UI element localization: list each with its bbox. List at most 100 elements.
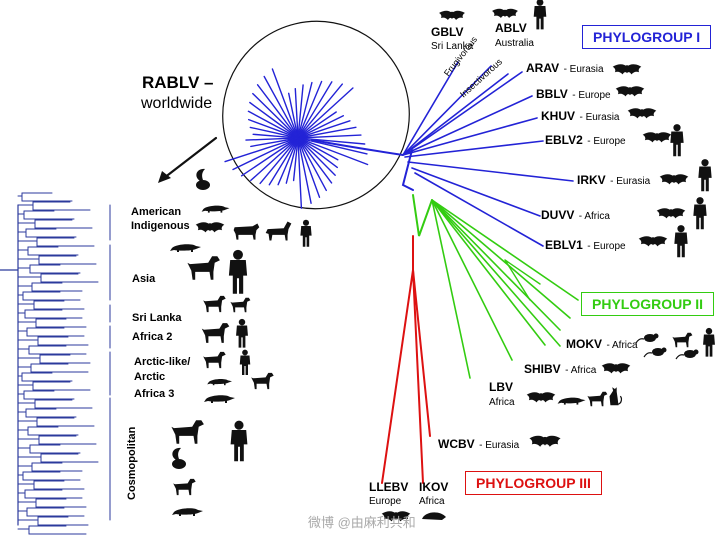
- pg1-branch-irkv: [407, 161, 574, 182]
- rablv-radial-branch: [297, 137, 366, 145]
- virus-bblv-label: BBLV - Europe: [536, 85, 611, 103]
- mokv-dog-icon: [672, 332, 693, 348]
- rablv-radial-branch: [297, 134, 362, 139]
- rablv-radial-branch: [297, 137, 303, 209]
- watermark: 微博 @由麻利共和: [308, 515, 416, 530]
- virus-llebv-name: LLEBV: [369, 480, 409, 494]
- shibv-bat-icon: [601, 363, 631, 374]
- cosmopolitan-dog-icon: [171, 420, 204, 444]
- rablv-radial-branch: [268, 137, 299, 186]
- virus-khuv-name: KHUV: [541, 109, 576, 123]
- mokv-rodent2-icon: [643, 346, 668, 358]
- american-bat-icon: [195, 222, 225, 233]
- rablv-arrow-shaft: [162, 136, 218, 180]
- rablv-radial-branch: [277, 137, 299, 186]
- virus-ikov-region: Africa: [419, 496, 445, 507]
- rablv-radial-branch: [297, 83, 343, 139]
- rablv-radial-branch: [297, 137, 369, 166]
- pg2-branch-mokv: [431, 199, 561, 347]
- rablv-radial-branch: [297, 137, 339, 161]
- pg1-to-rablv-branch: [311, 139, 404, 156]
- pg2-branch-1: [431, 199, 579, 301]
- pg3-branch-ikov: [412, 269, 424, 484]
- cosmopolitan-mongoose-icon: [172, 508, 203, 516]
- duvv-bat-icon: [656, 208, 686, 219]
- eblv2-bat-icon: [642, 132, 672, 143]
- virus-ablv-name: ABLV: [495, 21, 527, 35]
- virus-mokv-region: - Africa: [606, 340, 638, 351]
- virus-wcbv-name: WCBV: [438, 437, 475, 451]
- rablv-radial-branch: [297, 87, 354, 139]
- rablv-radial-branch: [297, 126, 357, 139]
- pg3-branch-llebv: [381, 269, 414, 484]
- bblv-bat-icon: [615, 86, 645, 97]
- rablv-radial-branch: [297, 81, 313, 139]
- arav-bat-icon: [612, 64, 642, 75]
- virus-shibv-name: SHIBV: [524, 362, 561, 376]
- lbv-mongoose-icon: [557, 397, 586, 405]
- american-horse-icon: [265, 221, 292, 241]
- ikov-pangolin-icon: [422, 512, 446, 520]
- mokv-rodent3-icon: [675, 348, 700, 360]
- rabv-group-africa2: Africa 2: [132, 331, 173, 343]
- virus-eblv1-label: EBLV1 - Europe: [545, 236, 626, 254]
- virus-eblv2-name: EBLV2: [545, 133, 583, 147]
- ablv-human-icon: [533, 0, 547, 30]
- ablv-bat-icon: [492, 8, 518, 18]
- pg1-branch-gblv: [402, 61, 459, 156]
- rablv-radial-branch: [271, 68, 299, 139]
- lbv-cat-icon: [608, 386, 623, 406]
- arctic-dog-icon: [203, 351, 226, 369]
- rablv-radial-branch: [297, 137, 321, 198]
- rabv-group-cosmopolitan: Cosmopolitan: [126, 426, 138, 500]
- rabv-group-asia: Asia: [132, 273, 156, 285]
- rablv-radial-branch: [249, 101, 299, 139]
- africa2-human-icon: [236, 318, 248, 348]
- pg1-branch-bblv: [402, 95, 533, 156]
- phylogroup-iii-box: PHYLOGROUP III: [465, 471, 602, 495]
- rablv-radial-branch: [297, 137, 312, 204]
- virus-shibv-label: SHIBV - Africa: [524, 360, 596, 378]
- phylogroup-i-box: PHYLOGROUP I: [582, 25, 712, 49]
- rablv-radial-branch: [285, 137, 299, 184]
- virus-lbv-name: LBV: [489, 380, 513, 394]
- pg2-stem: [412, 194, 433, 237]
- rablv-radial-branch: [294, 88, 299, 139]
- cosmopolitan-skunk-icon: [172, 447, 186, 469]
- pg2-branch-4: [431, 199, 546, 346]
- rabv-group-sri-lanka: Sri Lanka: [132, 312, 182, 324]
- rablv-radial-branch: [297, 81, 333, 139]
- eblv1-bat-icon: [638, 236, 668, 247]
- virus-khuv-label: KHUV - Eurasia: [541, 107, 619, 125]
- gblv-bat-icon: [439, 10, 465, 20]
- duvv-human-icon: [693, 197, 707, 230]
- rablv-radial-branch: [245, 137, 299, 141]
- irkv-human-icon: [698, 159, 712, 192]
- rablv-radial-branch: [297, 137, 336, 176]
- rablv-radial-branch: [297, 137, 368, 155]
- pg1-branch-duvv: [411, 167, 541, 217]
- pg1-branch-ablv-frug: [402, 65, 492, 156]
- virus-khuv-region: - Eurasia: [579, 112, 620, 123]
- rablv-subtitle: worldwide: [141, 95, 213, 112]
- virus-irkv-label: IRKV - Eurasia: [577, 171, 650, 189]
- virus-mokv-name: MOKV: [566, 337, 602, 351]
- rablv-radial-branch: [240, 137, 299, 177]
- virus-eblv2-label: EBLV2 - Europe: [545, 131, 626, 149]
- virus-eblv2-region: - Europe: [587, 136, 626, 147]
- virus-ikov-name: IKOV: [419, 480, 449, 494]
- africa2-dog-icon: [201, 323, 230, 343]
- pg2-branch-lbv: [431, 199, 471, 379]
- srilanka-dog2-icon: [230, 297, 251, 313]
- rablv-radial-branch: [288, 92, 299, 139]
- cosmopolitan-human-icon: [230, 420, 248, 462]
- rabv-group-american-line1: American: [131, 206, 182, 218]
- rablv-radial-branch: [232, 137, 299, 171]
- rablv-title: RABLV –: [142, 73, 214, 92]
- lbv-bat-icon: [526, 392, 556, 403]
- virus-eblv1-name: EBLV1: [545, 238, 583, 252]
- virus-shibv-region: - Africa: [565, 365, 597, 376]
- pg1-branch-ablv-insect: [402, 73, 509, 156]
- rabv-group-american-line2: Indigenous: [131, 220, 190, 232]
